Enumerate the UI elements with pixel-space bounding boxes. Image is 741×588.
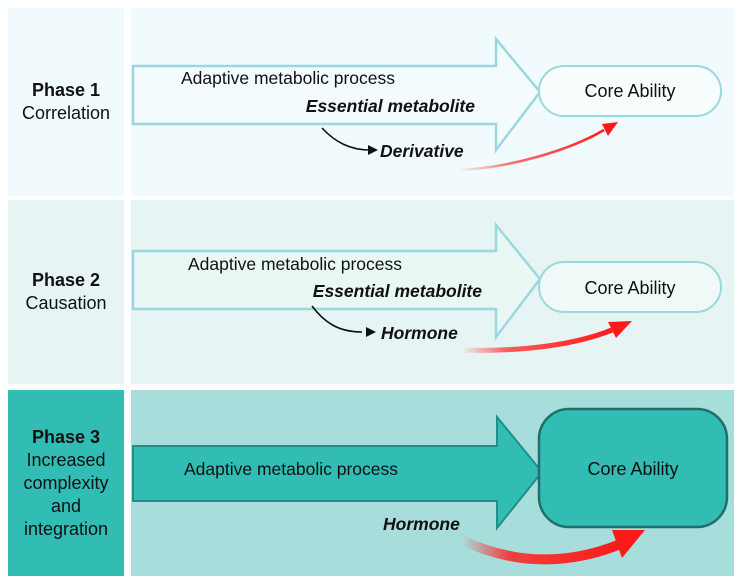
phase-3-process-arrow <box>132 414 544 531</box>
phase-1-process-label: Adaptive metabolic process <box>181 68 395 88</box>
phase-2-product-label: Hormone <box>381 323 458 343</box>
phase-1-process-arrow <box>131 35 542 154</box>
phase-3-subtitle-line-2: complexity <box>23 472 109 493</box>
phase-2-black-arrowhead <box>366 327 376 337</box>
phase-2-process-arrow <box>131 221 542 341</box>
phase-2-metabolite-label: Essential metabolite <box>313 281 482 301</box>
phase-2-red-arrowhead <box>608 321 632 338</box>
phase-3-red-arrow <box>459 535 620 565</box>
phase-2-process-label: Adaptive metabolic process <box>188 254 402 274</box>
phase-3-title: Phase 3 <box>31 426 101 447</box>
phase-2-graphics: Adaptive metabolic process Essential met… <box>131 221 722 353</box>
phase-3-graphics: Adaptive metabolic process Hormone Core … <box>132 407 729 565</box>
phase-1-metabolite-label: Essential metabolite <box>306 96 475 116</box>
phase-2-title: Phase 2 <box>31 270 101 290</box>
phase-1-graphics: Adaptive metabolic process Essential met… <box>131 35 722 172</box>
phase-1-subtitle: Correlation <box>21 103 111 123</box>
phase-3-core-ability-label: Core Ability <box>587 459 678 479</box>
phase-2-core-ability-label: Core Ability <box>584 278 675 298</box>
phase-2-curved-black-arrow <box>311 305 363 333</box>
phase-1-core-ability-box <box>538 65 722 117</box>
phase-1-black-arrowhead <box>368 145 378 155</box>
phase-1-label-cell: Phase 1 Correlation <box>8 8 124 196</box>
phase-3-red-arrowhead <box>612 530 645 558</box>
phase-3-subtitle-line-4: integration <box>23 518 109 539</box>
phase-1-red-arrowhead <box>602 122 618 136</box>
phase-1-core-ability-label: Core Ability <box>584 81 675 101</box>
phase-3-core-ability-box <box>537 407 729 529</box>
phase-1-product-label: Derivative <box>380 141 464 161</box>
phase-1-title: Phase 1 <box>31 80 101 100</box>
phase-2-red-arrow <box>461 327 613 353</box>
phase-2-subtitle: Causation <box>25 293 107 313</box>
phase-3-label-cell: Phase 3 Increased complexity and integra… <box>8 390 124 576</box>
phase-3-subtitle-line-3: and <box>50 495 82 516</box>
phase-3-product-label: Hormone <box>383 514 460 534</box>
phase-3-process-label: Adaptive metabolic process <box>184 459 398 479</box>
phase-2-core-ability-box <box>538 261 722 313</box>
phase-1-red-arrow <box>457 128 605 172</box>
phase-3-subtitle-line-1: Increased <box>26 449 106 470</box>
phase-1-curved-black-arrow <box>321 127 371 151</box>
phase-2-label-cell: Phase 2 Causation <box>8 200 124 384</box>
